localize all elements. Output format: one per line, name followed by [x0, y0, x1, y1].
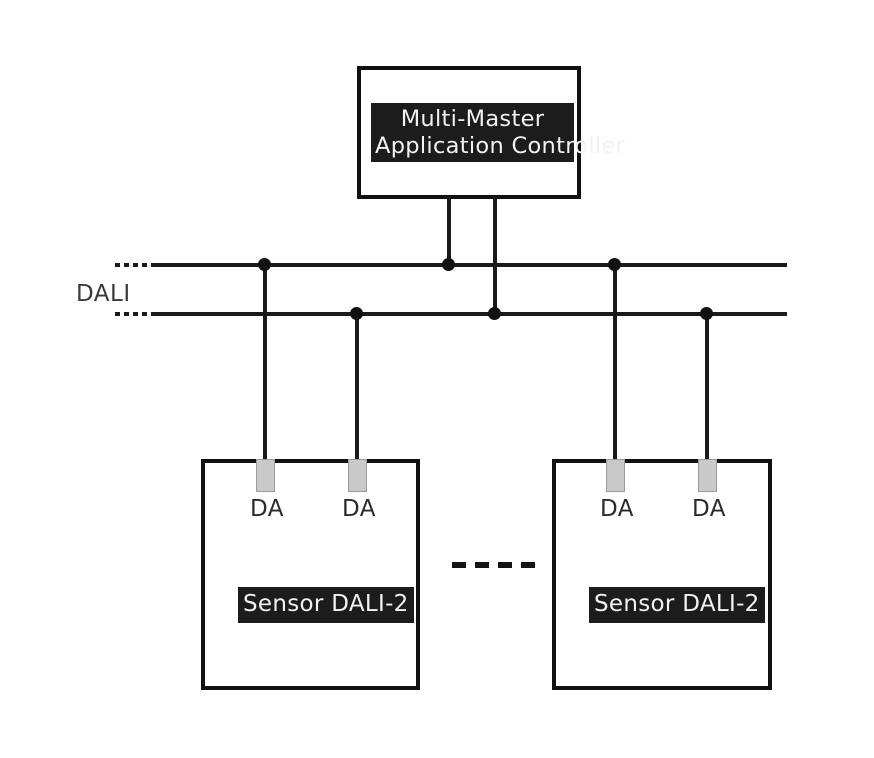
junction-dot-controller-line-2	[488, 307, 501, 320]
junction-dot-device-2-line-2	[700, 307, 713, 320]
device-1-terminal-1	[256, 459, 275, 492]
device-2-terminal-1-label: DA	[600, 496, 635, 522]
bus-line-1-dotted-lead	[115, 263, 159, 267]
device-2-box	[552, 459, 772, 690]
device-2-terminal-2	[698, 459, 717, 492]
device-2-terminal-1	[606, 459, 625, 492]
device-1-label: Sensor DALI-2	[238, 587, 414, 624]
junction-dot-controller-line-1	[442, 258, 455, 271]
continuation-dash	[521, 562, 535, 568]
device-1-terminal-2	[348, 459, 367, 492]
bus-line-2-dotted-lead	[115, 312, 159, 316]
controller-drop-wire-2	[493, 197, 497, 316]
bus-line-2	[156, 312, 787, 316]
controller-label: Multi-Master Application Controller	[371, 103, 626, 163]
device-1-terminal-1-label: DA	[250, 496, 285, 522]
continuation-dash	[452, 562, 466, 568]
device-1-box	[201, 459, 420, 690]
continuation-dashes	[452, 562, 535, 568]
device-1-terminal-1-wire	[263, 263, 267, 459]
device-2-terminal-1-wire	[613, 263, 617, 459]
device-1-terminal-2-wire	[355, 312, 359, 459]
device-2-terminal-2-label: DA	[692, 496, 727, 522]
device-2-terminal-2-wire	[705, 312, 709, 459]
continuation-dash	[475, 562, 489, 568]
device-2-label: Sensor DALI-2	[589, 587, 765, 624]
bus-line-1	[156, 263, 787, 267]
device-1-terminal-2-label: DA	[342, 496, 377, 522]
junction-dot-device-1-line-2	[350, 307, 363, 320]
junction-dot-device-1-line-1	[258, 258, 271, 271]
continuation-dash	[498, 562, 512, 568]
controller-drop-wire-1	[447, 197, 451, 267]
junction-dot-device-2-line-1	[608, 258, 621, 271]
controller-label-line2: Application Controller	[375, 132, 626, 159]
controller-label-line1: Multi-Master	[400, 106, 545, 132]
bus-label: DALI	[76, 281, 131, 307]
